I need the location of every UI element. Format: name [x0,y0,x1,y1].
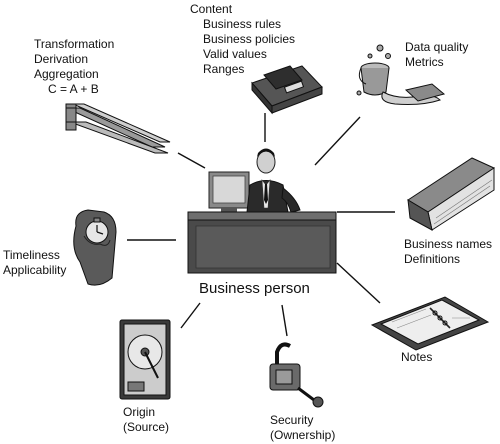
content-line: Business policies [203,32,296,46]
data-quality-label: Data quality Metrics [405,40,468,70]
security-label: Security (Ownership) [270,413,335,443]
content-line: Valid values [203,47,267,61]
connector-origin [180,302,201,329]
connector-data-quality [314,116,361,166]
connector-notes [336,262,381,304]
business-names-line: Business names [404,237,493,251]
padlock-key-icon [269,342,324,408]
timeliness-label: Timeliness Applicability [3,248,66,278]
content-label: Content Business rules Business policies… [190,2,295,77]
transformation-line: Transformation [34,37,115,51]
hand-stopwatch-icon [73,209,117,286]
timeliness-line: Timeliness [3,248,60,262]
business-person-icon [187,148,337,274]
notes-line: Notes [401,350,433,364]
derivation-line: Derivation [34,52,89,66]
definitions-line: Definitions [404,252,461,266]
paint-bucket-spill-icon [356,44,446,105]
aggregation-line: Aggregation [34,67,99,81]
notes-label: Notes [401,350,432,365]
origin-label: Origin (Source) [123,405,169,435]
content-line: Ranges [203,62,245,76]
center-label: Business person [199,280,310,297]
business-names-label: Business names Definitions [404,237,492,267]
source-line: (Source) [123,420,170,434]
book-icon [407,157,496,231]
connector-transformation [177,152,206,169]
origin-line: Origin [123,405,156,419]
content-heading: Content [190,2,233,16]
security-line: Security [270,413,314,427]
metrics-line: Metrics [405,55,444,69]
cash-register-icon [251,65,323,115]
applicability-line: Applicability [3,263,67,277]
steel-beam-icon [65,103,171,154]
binder-planner-icon [370,296,490,351]
ownership-line: (Ownership) [270,428,336,442]
formula-line: C = A + B [48,82,99,96]
connector-lines [127,113,395,337]
connector-security [281,304,288,337]
data-quality-line: Data quality [405,40,469,54]
content-line: Business rules [203,17,282,31]
transformation-label: Transformation Derivation Aggregation C … [34,37,114,97]
hard-disk-icon [119,319,171,400]
